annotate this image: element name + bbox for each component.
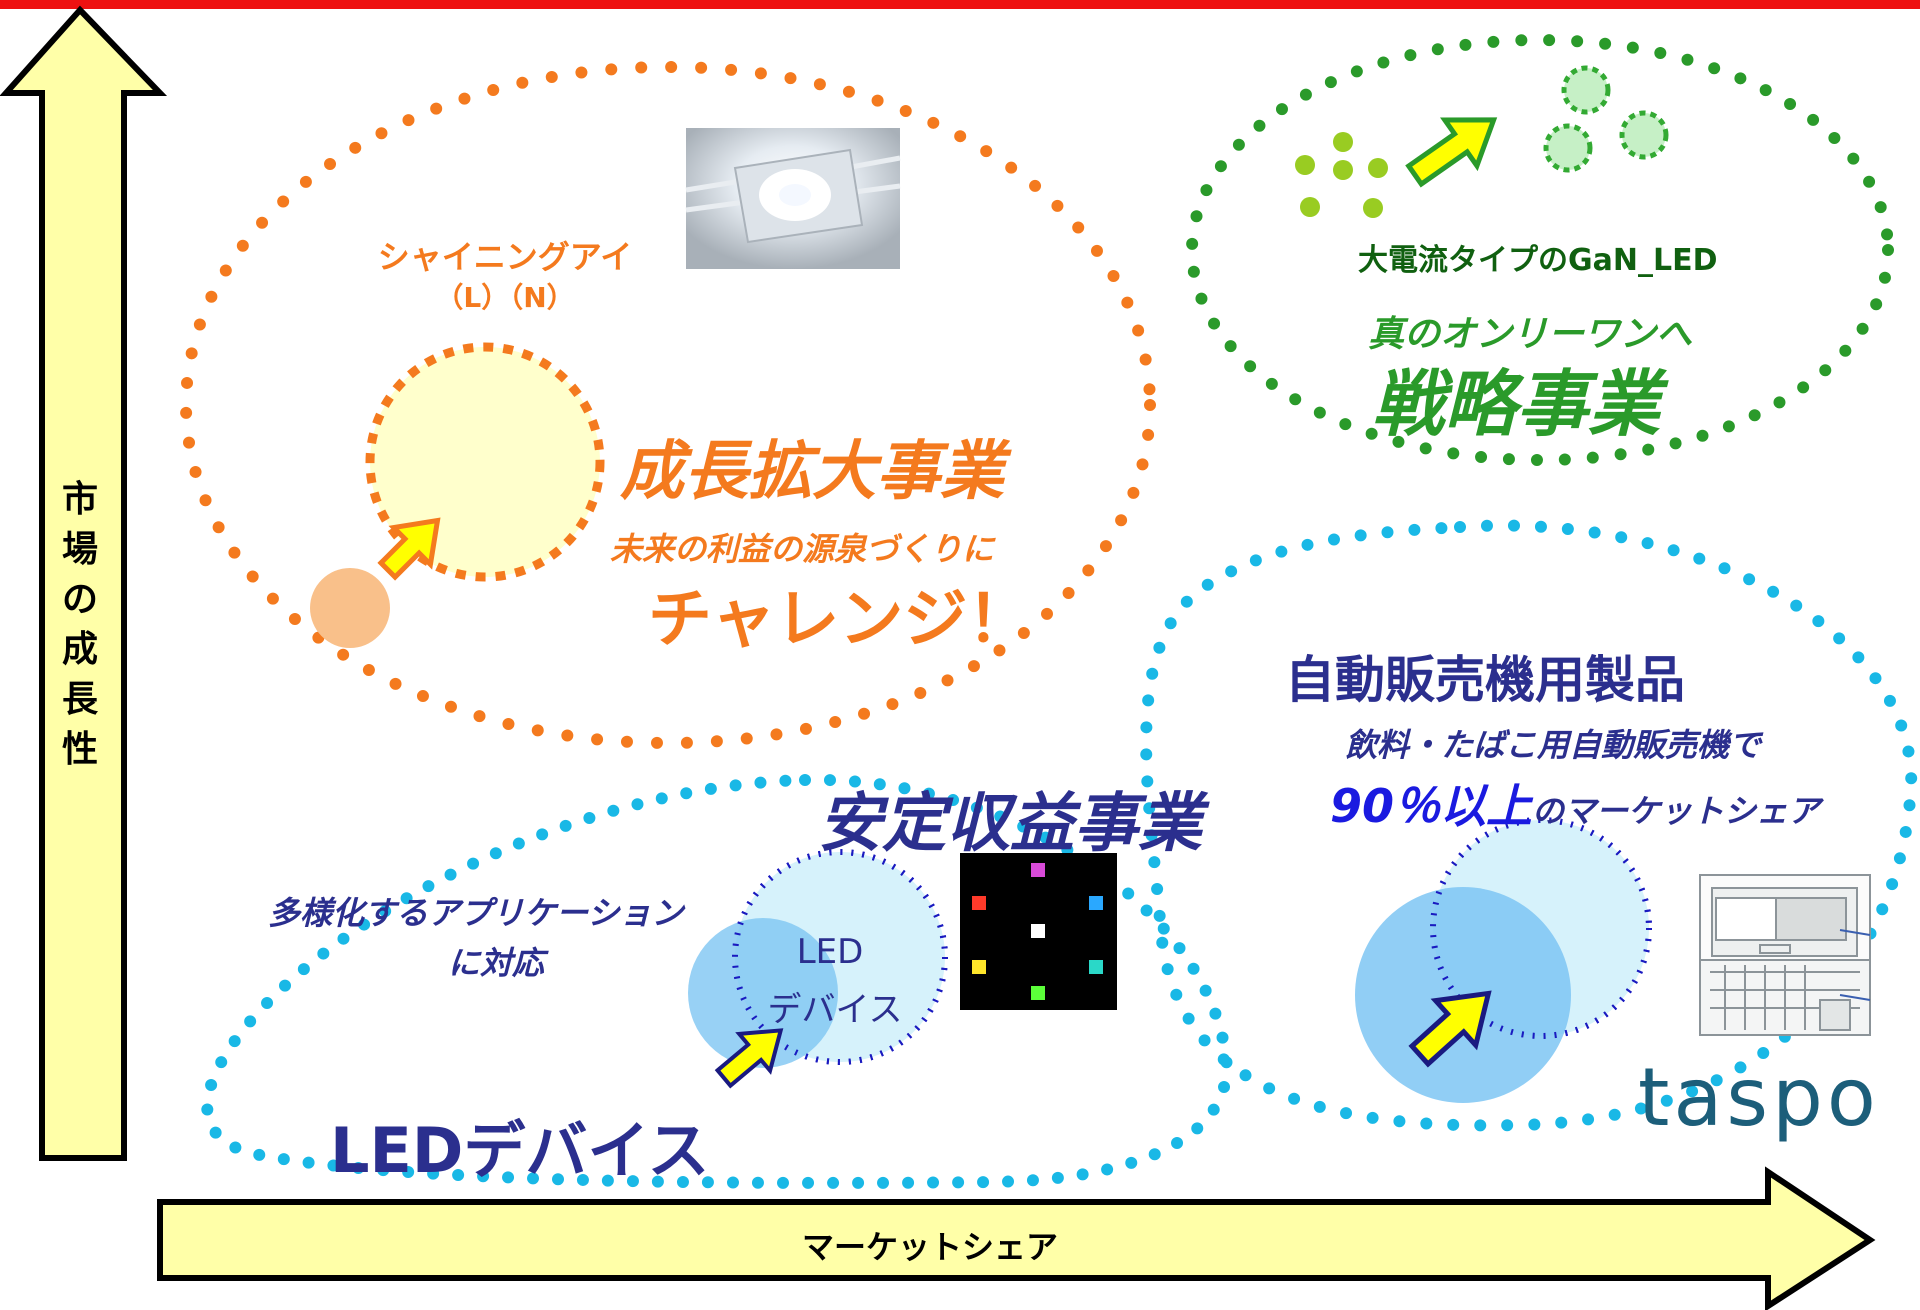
applications-text-line2: に対応 [448,944,545,982]
vending-title: 自動販売機用製品 [1285,651,1685,709]
strategic-region-outline [1186,34,1894,466]
growth-start-circle [310,568,390,648]
strategic-title: 戦略事業 [1372,362,1661,446]
led-dots-small-cluster [1295,132,1388,218]
x-axis-arrow [157,1166,1876,1310]
vending-description: 飲料・たばこ用自動販売機で [1345,726,1762,764]
taspo-logo: taspo [1638,1051,1880,1144]
y-axis-arrow [0,5,168,1161]
shining-eye-photo [685,128,901,269]
led-device-arrow-icon [714,1028,784,1089]
growth-target-circle [365,342,605,582]
vending-arrow-icon [1408,990,1492,1068]
stable-region-outline [201,773,1233,1189]
gan-led-label: 大電流タイプのGaN_LED [1358,243,1718,278]
vending-share-text: のマーケットシェア [1532,792,1821,830]
vending-outer-circle-edge [1430,817,1652,1039]
vending-share-line: 90％以上のマーケットシェア [1330,770,1820,836]
growth-subtitle: 未来の利益の源泉づくりに [610,530,995,568]
vending-machine-icon [1699,874,1871,1036]
stable-title: 安定収益事業 [818,787,1202,861]
led-device-bubble-share [688,918,838,1068]
led-device-category: LEDデバイス [330,1114,710,1187]
led-dots-large-cluster [1543,65,1669,173]
strategic-arrow-icon [1405,117,1498,188]
led-device-bubble-edge [732,849,948,1065]
led-device-bubble-label-2: デバイス [767,990,903,1030]
y-axis-label: 市場の成長性 [61,479,98,770]
growth-region-outline [180,61,1156,749]
vending-share-highlight: 90％以上 [1330,779,1533,833]
growth-title: 成長拡大事業 [620,435,1004,509]
x-axis-label: マーケットシェア [801,1228,1058,1266]
applications-text-line1: 多様化するアプリケーション [268,894,684,932]
led-chips-photo [960,853,1117,1010]
growth-arrow-icon [377,517,441,581]
top-frame-bar [0,0,1920,9]
growth-slogan: チャレンジ！ [648,583,1032,657]
shining-eye-label: シャイニングアイ [377,238,633,276]
strategic-subtitle: 真のオンリーワンへ [1368,314,1693,355]
led-device-bubble-label-1: LED [796,932,864,972]
shining-eye-variants: （L）（N） [435,281,575,314]
vending-region-outline [1140,519,1918,1132]
